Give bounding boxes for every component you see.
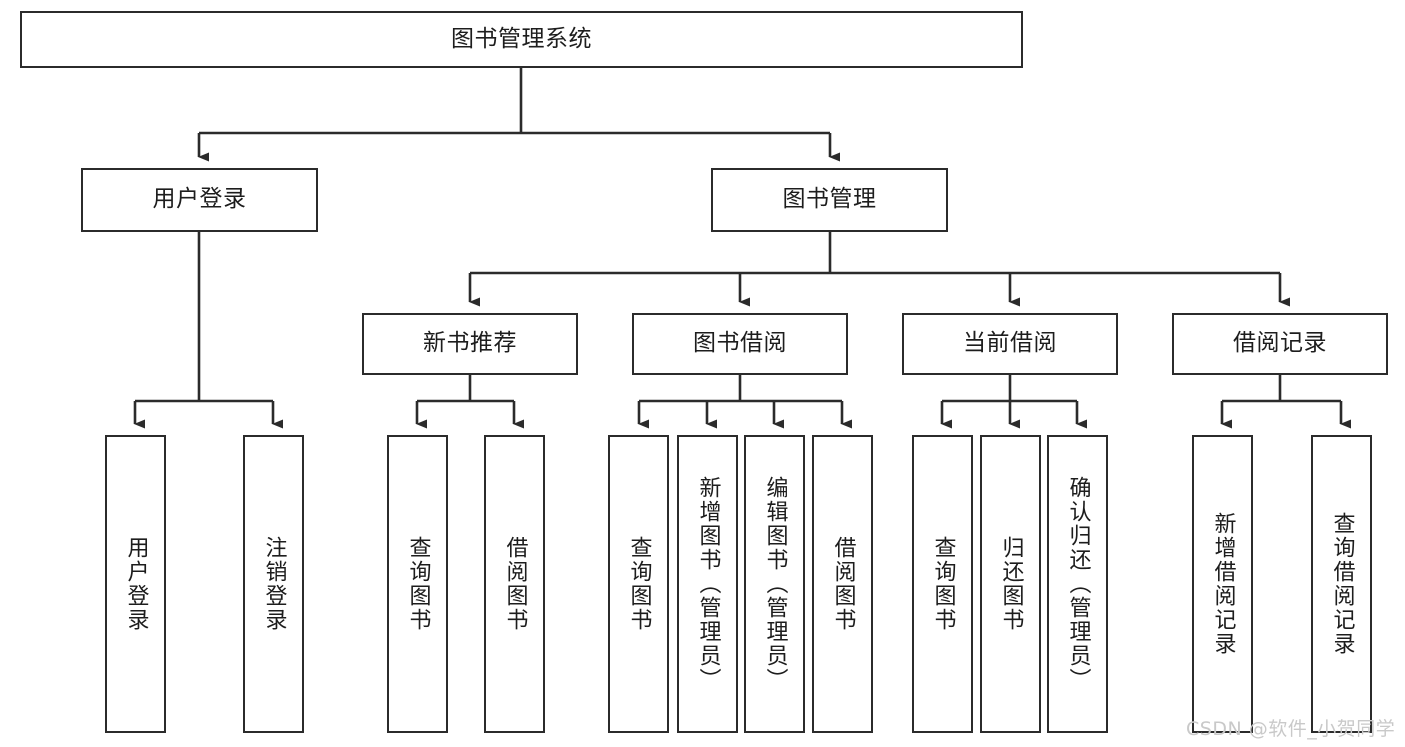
node-leaf-borrow-book-1[interactable]: 借阅图书: [484, 435, 545, 733]
node-leaf-query-book-1[interactable]: 查询图书: [387, 435, 448, 733]
node-leaf-add-record[interactable]: 新增借阅记录: [1192, 435, 1253, 733]
node-leaf-query-record[interactable]: 查询借阅记录: [1311, 435, 1372, 733]
node-label: 借阅图书: [830, 536, 856, 632]
node-label: 借阅图书: [502, 536, 528, 632]
node-leaf-return-book[interactable]: 归还图书: [980, 435, 1041, 733]
node-label: 用户登录: [152, 186, 247, 213]
node-leaf-add-book[interactable]: 新增图书（管理员）: [677, 435, 738, 733]
node-label: 查询图书: [626, 536, 652, 632]
node-leaf-logout[interactable]: 注销登录: [243, 435, 304, 733]
node-user-login[interactable]: 用户登录: [81, 168, 318, 232]
node-current-borrow[interactable]: 当前借阅: [902, 313, 1118, 375]
node-root-system[interactable]: 图书管理系统: [20, 11, 1023, 68]
node-label: 查询图书: [405, 536, 431, 632]
node-label: 用户登录: [123, 536, 149, 632]
node-label: 查询借阅记录: [1329, 512, 1355, 656]
node-label: 新增图书（管理员）: [695, 476, 721, 692]
node-new-book-recommend[interactable]: 新书推荐: [362, 313, 578, 375]
node-leaf-edit-book[interactable]: 编辑图书（管理员）: [744, 435, 805, 733]
node-leaf-query-book-2[interactable]: 查询图书: [608, 435, 669, 733]
node-leaf-confirm-return[interactable]: 确认归还（管理员）: [1047, 435, 1108, 733]
node-label: 归还图书: [998, 536, 1024, 632]
node-book-borrow[interactable]: 图书借阅: [632, 313, 848, 375]
node-label: 注销登录: [261, 536, 287, 632]
node-label: 图书借阅: [693, 330, 787, 357]
node-leaf-query-book-3[interactable]: 查询图书: [912, 435, 973, 733]
node-book-management[interactable]: 图书管理: [711, 168, 948, 232]
node-label: 新书推荐: [423, 330, 517, 357]
node-leaf-borrow-book-2[interactable]: 借阅图书: [812, 435, 873, 733]
node-label: 新增借阅记录: [1210, 512, 1236, 656]
node-label: 确认归还（管理员）: [1065, 476, 1091, 692]
node-label: 编辑图书（管理员）: [762, 476, 788, 692]
node-label: 借阅记录: [1233, 330, 1327, 357]
node-leaf-user-login[interactable]: 用户登录: [105, 435, 166, 733]
node-label: 图书管理: [782, 186, 877, 213]
node-borrow-record[interactable]: 借阅记录: [1172, 313, 1388, 375]
node-label: 当前借阅: [963, 330, 1057, 357]
node-label: 图书管理系统: [451, 25, 592, 52]
node-label: 查询图书: [930, 536, 956, 632]
